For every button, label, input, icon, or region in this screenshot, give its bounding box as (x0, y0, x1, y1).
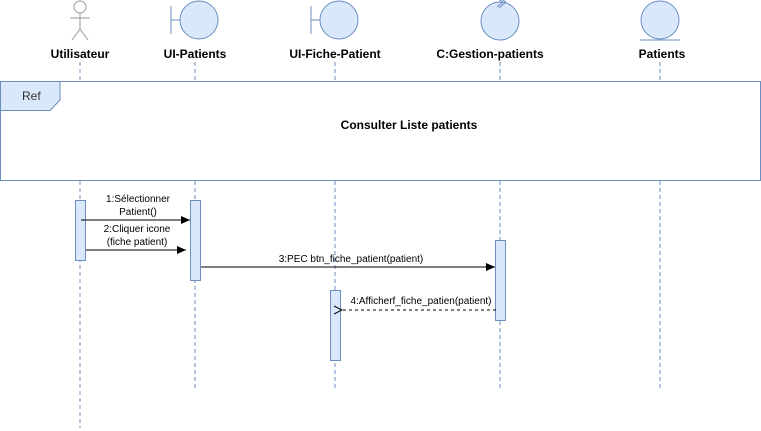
ref-frame[interactable] (0, 81, 761, 181)
activation-ui-patients (190, 200, 201, 281)
boundary-icon[interactable] (310, 0, 359, 40)
entity-icon[interactable] (640, 0, 680, 41)
activation-ui-fiche-patient (330, 290, 341, 361)
message-1-label-line1: 1:Sélectionner (106, 194, 171, 205)
participant-label-utilisateur: Utilisateur (51, 47, 110, 61)
participant-label-patients: Patients (639, 47, 686, 61)
boundary-icon[interactable] (170, 0, 219, 40)
control-icon[interactable] (480, 0, 520, 41)
actor-icon[interactable] (70, 0, 90, 41)
message-3-label: 3:PEC btn_fiche_patient(patient) (279, 254, 424, 265)
activation-gestion-patients (495, 240, 506, 321)
message-2-label-line2: (fiche patient) (107, 237, 168, 248)
message-2-label-line1: 2:Cliquer icone (104, 224, 171, 235)
ref-frame-title: Consulter Liste patients (341, 118, 478, 132)
participant-label-gestion-patients: C:Gestion-patients (436, 47, 544, 61)
participant-label-ui-fiche-patient: UI-Fiche-Patient (289, 47, 380, 61)
message-4-label: 4:Afficherf_fiche_patien(patient) (350, 296, 491, 307)
ref-frame-tag: Ref (22, 89, 41, 103)
participant-label-ui-patients: UI-Patients (164, 47, 227, 61)
activation-utilisateur (75, 200, 86, 261)
message-1-label-line2: Patient() (119, 207, 157, 218)
